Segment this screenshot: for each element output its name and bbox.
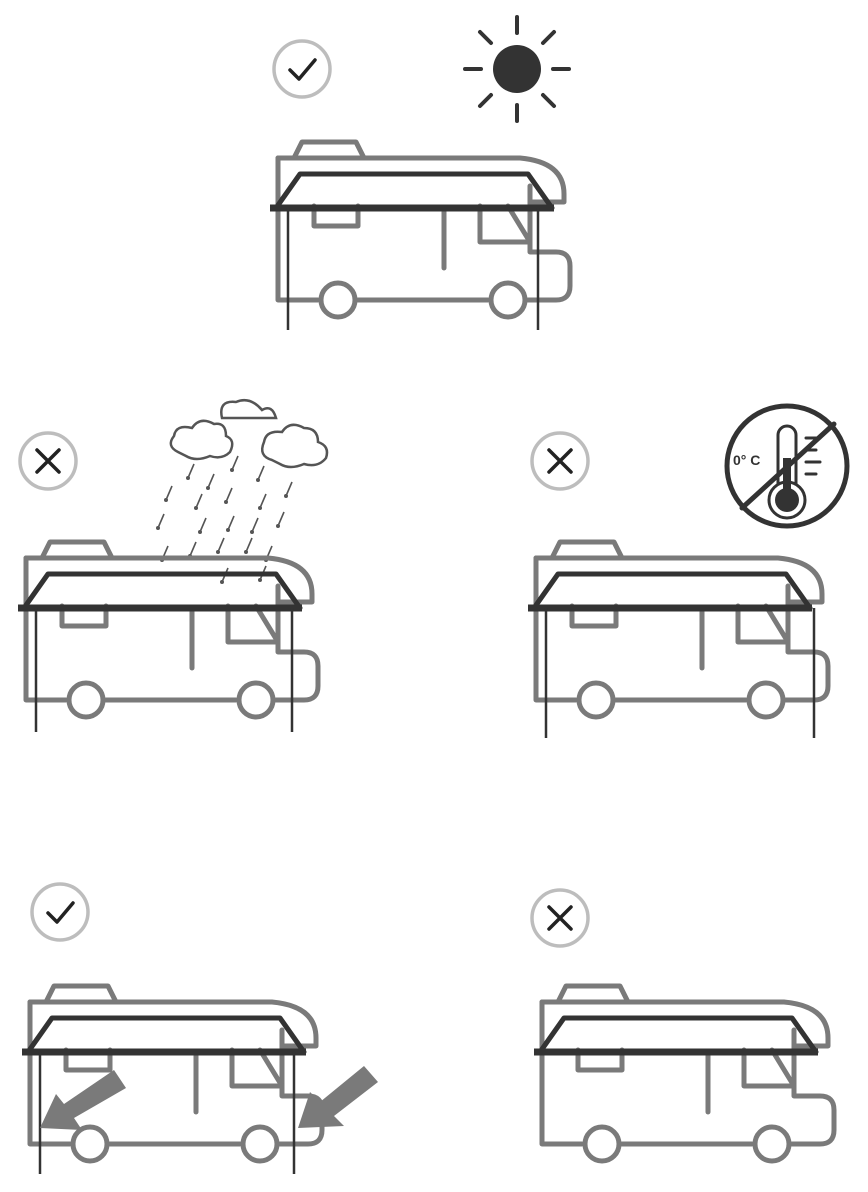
scene-no-legs	[530, 888, 834, 1161]
x-icon	[530, 431, 590, 491]
support-legs	[286, 208, 540, 330]
awning	[270, 174, 554, 208]
support-legs	[34, 608, 294, 732]
camper-van	[542, 986, 834, 1161]
camper-van	[278, 142, 570, 317]
x-icon	[530, 888, 590, 948]
rain-cloud-icon	[155, 399, 329, 585]
check-icon	[30, 882, 90, 942]
awning	[528, 574, 812, 608]
support-legs	[544, 608, 816, 738]
arrow-icon	[298, 1066, 378, 1128]
camper-van	[26, 542, 318, 717]
scene-freezing: 0° C	[528, 403, 850, 738]
check-icon	[272, 39, 332, 99]
scene-rain	[18, 399, 329, 732]
camper-van	[30, 986, 322, 1161]
scene-legs-angled	[22, 882, 378, 1174]
rain-drops	[155, 455, 293, 585]
scene-sunny	[270, 15, 571, 330]
arrow-icon	[40, 1070, 126, 1130]
awning	[534, 1018, 818, 1052]
awning	[22, 1018, 306, 1052]
x-icon	[18, 431, 78, 491]
support-legs	[38, 1052, 296, 1174]
temperature-label: 0° C	[733, 452, 760, 468]
sun-icon	[463, 15, 571, 123]
camper-van	[536, 542, 828, 717]
no-frost-thermometer-icon: 0° C	[724, 403, 850, 529]
